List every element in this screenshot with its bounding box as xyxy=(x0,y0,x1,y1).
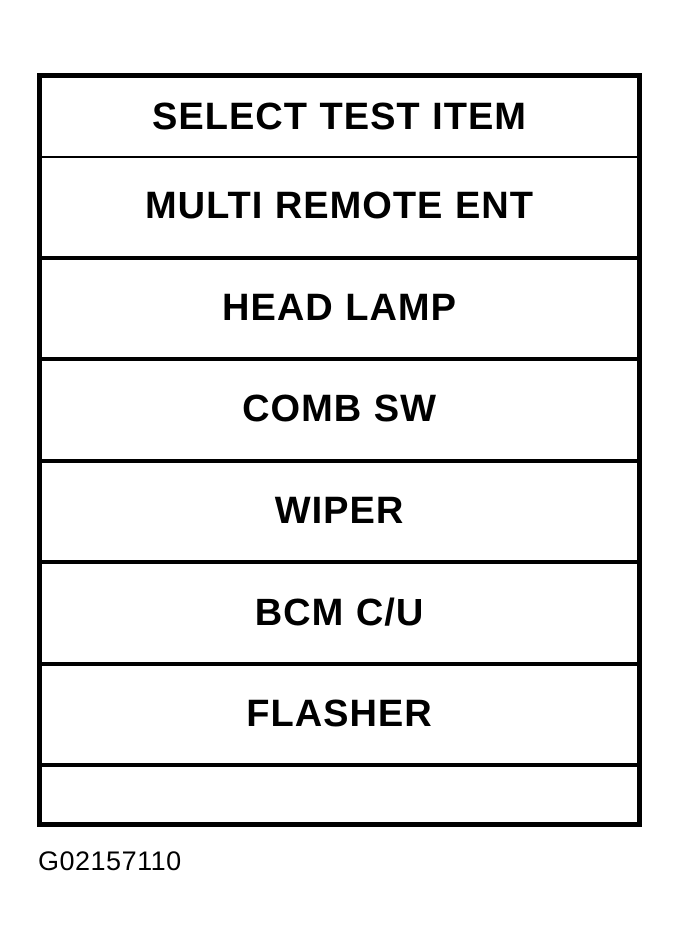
select-test-item-menu: SELECT TEST ITEM MULTI REMOTE ENT HEAD L… xyxy=(37,73,642,827)
menu-item-head-lamp[interactable]: HEAD LAMP xyxy=(42,255,637,358)
menu-item-label: BCM C/U xyxy=(254,591,425,634)
menu-item-label: MULTI REMOTE ENT xyxy=(145,185,534,228)
menu-item-label: COMB SW xyxy=(242,388,437,431)
menu-header-label: SELECT TEST ITEM xyxy=(152,95,527,138)
menu-item-multi-remote-ent[interactable]: MULTI REMOTE ENT xyxy=(42,156,637,256)
menu-item-flasher[interactable]: FLASHER xyxy=(42,661,637,764)
menu-item-label: FLASHER xyxy=(246,693,433,736)
menu-item-empty xyxy=(42,763,637,822)
menu-item-wiper[interactable]: WIPER xyxy=(42,458,637,561)
menu-header: SELECT TEST ITEM xyxy=(42,78,637,156)
figure-id: G02157110 xyxy=(38,846,182,876)
menu-item-label: HEAD LAMP xyxy=(222,286,457,329)
menu-item-bcm-cu[interactable]: BCM C/U xyxy=(42,560,637,662)
menu-item-comb-sw[interactable]: COMB SW xyxy=(42,357,637,459)
menu-item-label: WIPER xyxy=(274,490,405,533)
